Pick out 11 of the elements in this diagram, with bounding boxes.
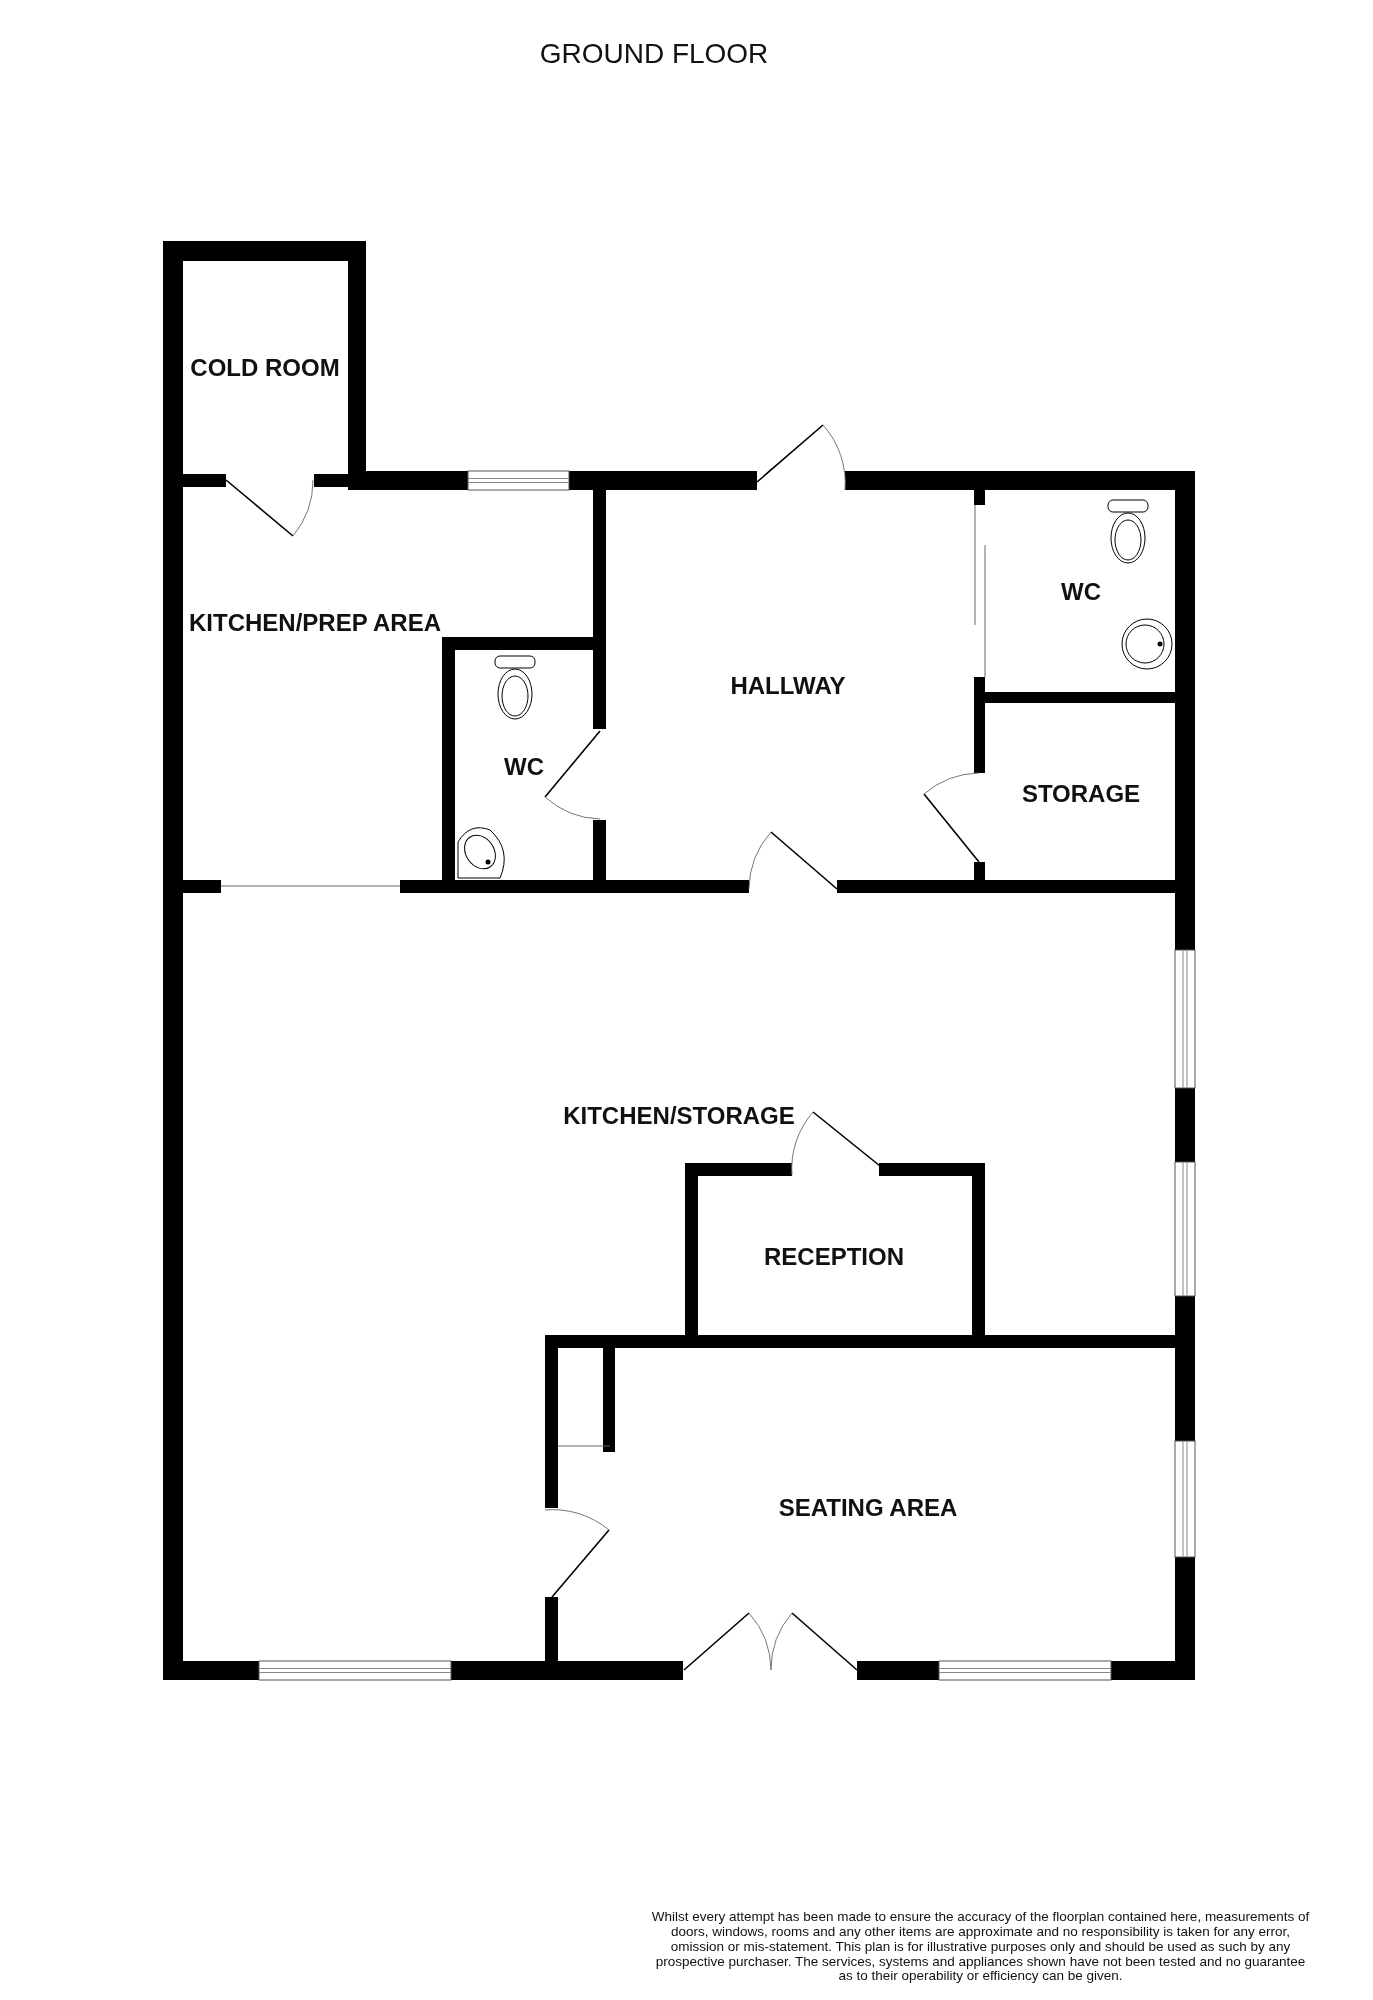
room-label: KITCHEN/PREP AREA xyxy=(189,609,441,637)
room-label: HALLWAY xyxy=(730,672,846,700)
room-label: STORAGE xyxy=(1021,780,1141,808)
plan-title: GROUND FLOOR xyxy=(539,38,769,70)
room-label: WC xyxy=(1061,578,1101,606)
room-label: WC xyxy=(504,753,544,781)
disclaimer-text: Whilst every attempt has been made to ensure the accuracy of the floorplan contained here, measurements of doors, windows, rooms and any other items are approximate and no responsibility is taken for any error, omission or mis-statement. This plan is for illustrative purposes only and should be used as such by any prospective purchaser. The services, systems and appliances shown have not been tested and no guarantee as to their operability or efficiency can be given. xyxy=(650,1910,1311,1985)
room-label: KITCHEN/STORAGE xyxy=(563,1102,795,1130)
room-label: SEATING AREA xyxy=(778,1494,958,1522)
room-label: RECEPTION xyxy=(764,1243,904,1271)
room-label: COLD ROOM xyxy=(190,354,340,382)
